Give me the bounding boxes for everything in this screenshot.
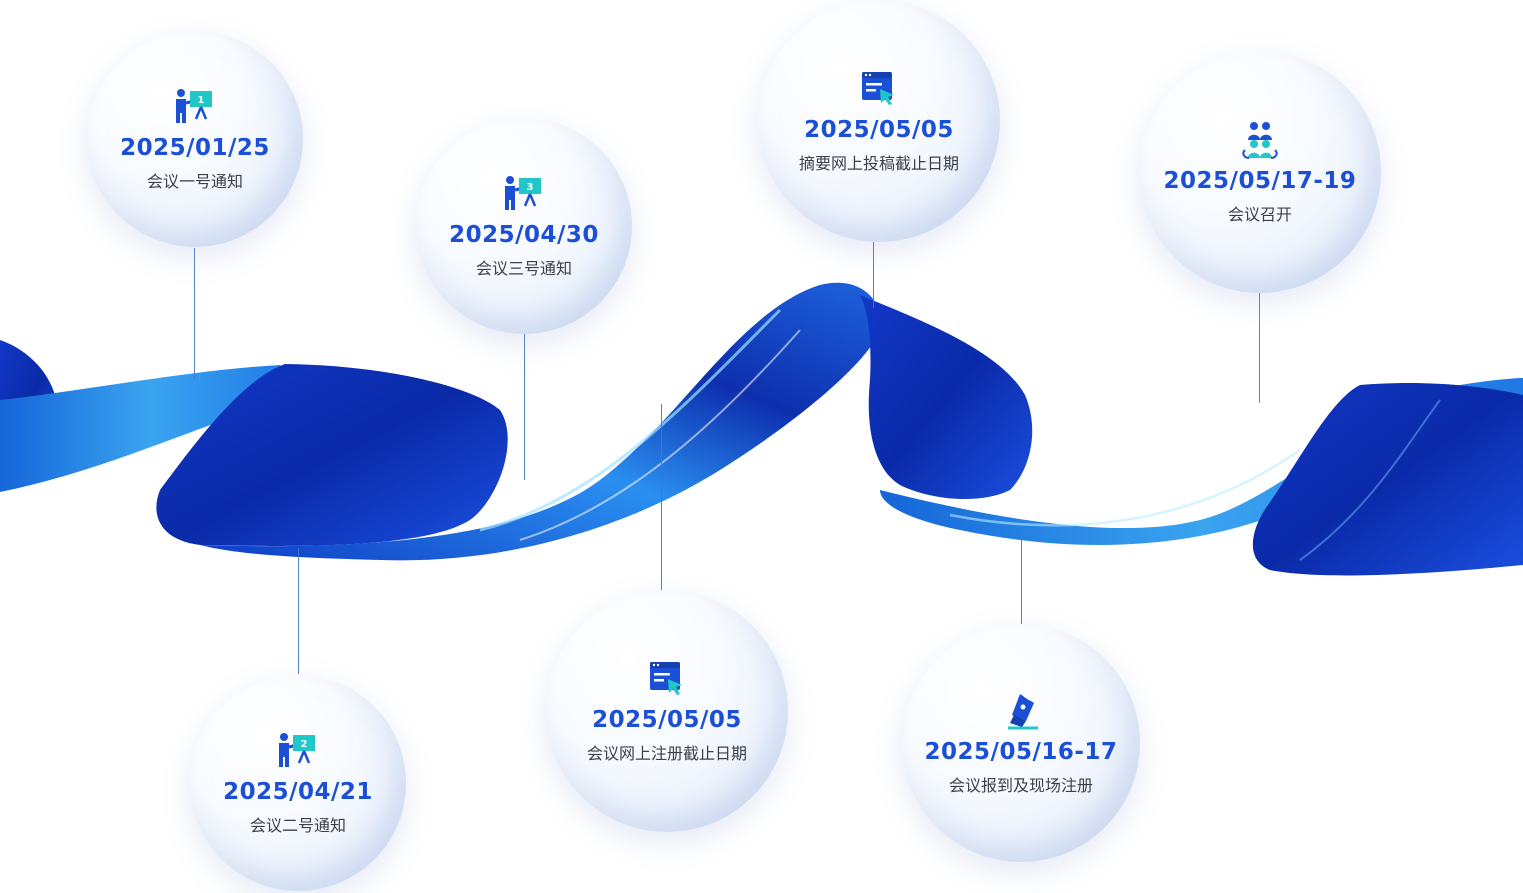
browser-window-cursor-icon	[862, 71, 894, 105]
milestone-date: 2025/05/16-17	[924, 738, 1118, 765]
icon-badge: 1	[198, 95, 205, 106]
connector-m2	[298, 548, 299, 674]
fountain-pen-icon	[1008, 693, 1038, 730]
milestone-label: 会议一号通知	[146, 172, 243, 192]
milestone-date: 2025/05/05	[804, 116, 954, 143]
connector-m4	[661, 404, 662, 590]
presenter-board-icon: 3	[505, 175, 541, 210]
ribbon-curl-1	[156, 364, 508, 546]
milestone-3: 3 2025/04/30 会议三号通知	[416, 118, 632, 334]
milestone-5: 2025/05/05 摘要网上投稿截止日期	[758, 0, 1000, 242]
milestone-4: 2025/05/05 会议网上注册截止日期	[546, 590, 788, 832]
connector-m5	[873, 242, 874, 308]
milestone-date: 2025/05/17-19	[1163, 167, 1357, 194]
icon-badge: 3	[527, 182, 534, 193]
milestone-date: 2025/04/21	[223, 778, 373, 805]
milestone-2: 2 2025/04/21 会议二号通知	[190, 675, 406, 891]
milestone-label: 会议召开	[1227, 205, 1292, 225]
icon-badge: 2	[301, 739, 308, 750]
milestone-label: 会议报到及现场注册	[948, 776, 1093, 796]
ribbon-left-strip	[0, 365, 300, 492]
ribbon-highlight-4	[1299, 399, 1441, 561]
ribbon-highlight-3	[949, 448, 1301, 527]
milestone-date: 2025/05/05	[592, 706, 742, 733]
milestone-label: 摘要网上投稿截止日期	[798, 154, 959, 174]
connector-m6	[1021, 540, 1022, 624]
milestone-7: 2025/05/17-19 会议召开	[1139, 51, 1381, 293]
milestone-date: 2025/04/30	[449, 221, 599, 248]
browser-window-cursor-icon	[650, 661, 682, 695]
presenter-board-icon: 2	[279, 732, 315, 767]
milestone-1: 1 2025/01/25 会议一号通知	[87, 31, 303, 247]
presenter-board-icon: 1	[176, 88, 212, 123]
group-people-icon	[1242, 121, 1278, 159]
milestone-6: 2025/05/16-17 会议报到及现场注册	[902, 624, 1140, 862]
milestone-label: 会议二号通知	[249, 816, 346, 836]
ribbon-highlight-2	[519, 329, 801, 541]
connector-m1	[194, 248, 195, 380]
ribbon-curl-2	[860, 295, 1033, 500]
connector-m3	[524, 334, 525, 480]
milestone-label: 会议网上注册截止日期	[586, 744, 747, 764]
ribbon-curl-3	[1252, 383, 1523, 576]
ribbon-highlight-1	[479, 308, 782, 532]
milestone-date: 2025/01/25	[120, 134, 270, 161]
connector-m7	[1259, 293, 1260, 403]
ribbon-sweep	[200, 282, 881, 561]
milestone-label: 会议三号通知	[475, 259, 572, 279]
